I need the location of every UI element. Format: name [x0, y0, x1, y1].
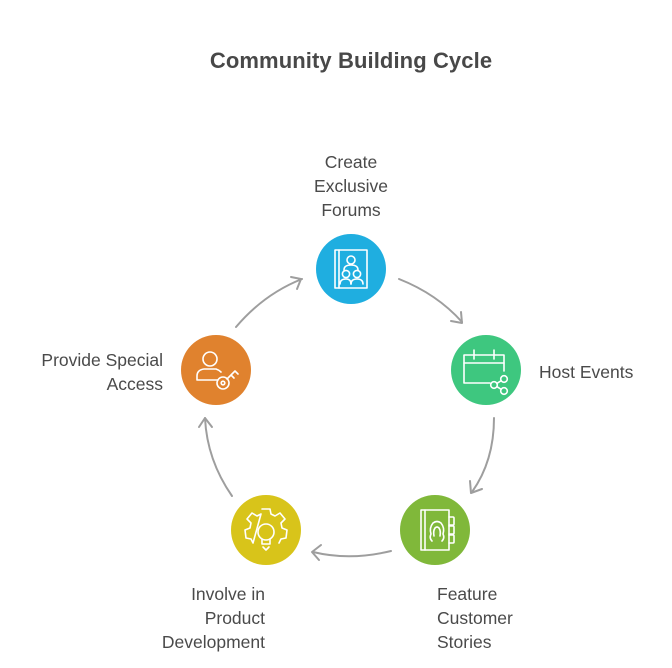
label-line: Stories [437, 632, 492, 652]
label-line: Provide Special [41, 350, 163, 370]
label-line: Customer [437, 608, 513, 628]
gear-lightbulb-icon [244, 508, 288, 551]
contact-book-icon [420, 509, 455, 551]
label-line: Forums [321, 200, 381, 220]
label-line: Create [324, 152, 378, 172]
step-label-involve-in-product-development: Involve in Product Development [120, 582, 265, 654]
calendar-share-icon [463, 349, 509, 396]
label-line: Access [106, 374, 163, 394]
label-line: Development [161, 632, 265, 652]
step-label-provide-special-access: Provide Special Access [10, 348, 163, 396]
user-key-icon [196, 351, 239, 390]
step-create-exclusive-forums[interactable] [316, 234, 386, 304]
label-line: Feature [437, 584, 498, 604]
step-involve-in-product-development[interactable] [231, 495, 301, 565]
step-host-events[interactable] [451, 335, 521, 405]
step-label-feature-customer-stories: Feature Customer Stories [437, 582, 557, 654]
step-label-host-events: Host Events [539, 360, 669, 384]
step-feature-customer-stories[interactable] [400, 495, 470, 565]
step-label-create-exclusive-forums: Create Exclusive Forums [296, 150, 406, 222]
label-line: Host Events [539, 362, 634, 382]
label-line: Exclusive [314, 176, 388, 196]
forum-group-icon [334, 249, 368, 289]
arrow-events-to-stories [469, 417, 495, 494]
diagram-title: Community Building Cycle [209, 48, 493, 73]
label-line: Product [204, 608, 265, 628]
step-provide-special-access[interactable] [181, 335, 251, 405]
arrow-forums-to-events [398, 278, 463, 324]
arrow-access-to-forums [235, 276, 303, 328]
arrow-development-to-access [198, 417, 233, 497]
label-line: Involve in [191, 584, 265, 604]
arrow-stories-to-development [311, 544, 392, 561]
